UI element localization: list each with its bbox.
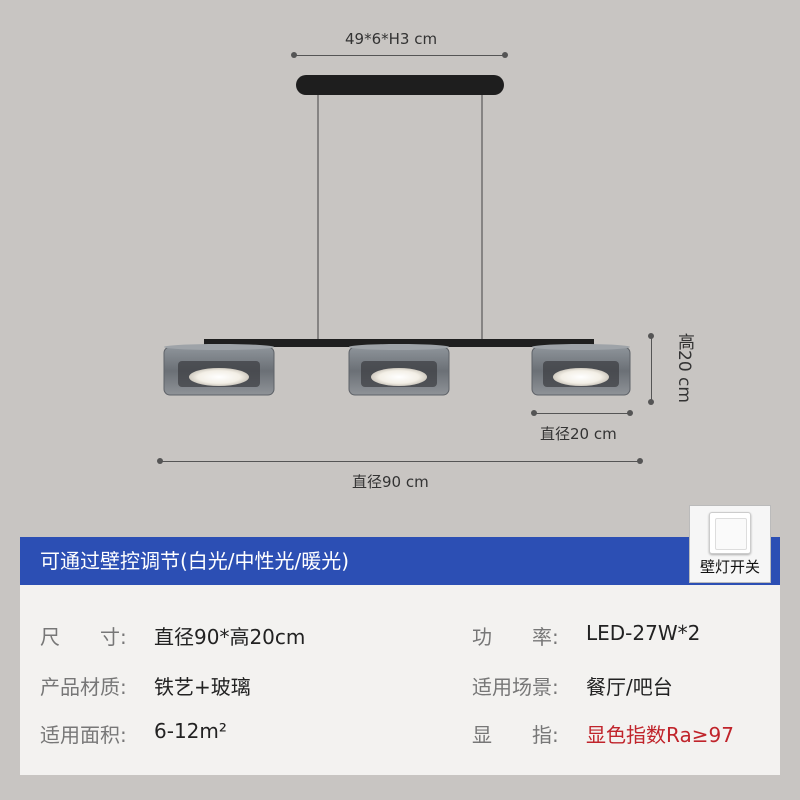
banner-text: 可通过壁控调节(白光/中性光/暖光) <box>40 549 350 573</box>
dimension-line-total-diameter <box>160 461 640 462</box>
dimension-line-height <box>651 336 652 402</box>
spec-label-scene: 适用场景: <box>472 675 559 699</box>
spec-value-scene: 餐厅/吧台 <box>586 675 673 699</box>
dimension-shade-diameter: 直径20 cm <box>540 425 617 443</box>
wall-switch-callout: 壁灯开关 <box>689 505 771 583</box>
spec-value-size: 直径90*高20cm <box>154 625 306 649</box>
spec-label-power: 功 率: <box>472 625 559 649</box>
spec-label-cri: 显 指: <box>472 723 559 747</box>
dimension-dot <box>648 333 654 339</box>
dimension-dot <box>531 410 537 416</box>
dimension-top-width: 49*6*H3 cm <box>345 30 438 48</box>
dimension-line-shade-diameter <box>534 413 630 414</box>
glass-shade <box>531 344 631 396</box>
switch-rocker <box>715 518 747 550</box>
lamp-bar <box>204 339 594 347</box>
dimension-line-top-width <box>294 55 506 56</box>
pendant-lamp-illustration <box>163 75 631 396</box>
ceiling-canopy <box>296 75 504 95</box>
spec-label-material: 产品材质: <box>40 675 127 699</box>
spec-panel: 尺 寸: 直径90*高20cm 产品材质: 铁艺+玻璃 适用面积: 6-12m²… <box>20 585 780 775</box>
dimension-dot <box>627 410 633 416</box>
spec-value-area: 6-12m² <box>154 719 227 743</box>
spec-label-area: 适用面积: <box>40 723 127 747</box>
dimension-total-diameter: 直径90 cm <box>352 473 429 491</box>
glass-shade <box>163 344 275 396</box>
spec-value-cri: 显色指数Ra≥97 <box>586 723 734 747</box>
feature-banner: 可通过壁控调节(白光/中性光/暖光) <box>20 537 780 585</box>
spec-value-material: 铁艺+玻璃 <box>154 675 251 699</box>
dimension-height: 高20 cm <box>674 333 694 403</box>
dimension-dot <box>157 458 163 464</box>
dimension-dot <box>637 458 643 464</box>
wall-switch-label: 壁灯开关 <box>699 558 760 576</box>
dimension-dot <box>502 52 508 58</box>
wall-switch-icon <box>709 512 751 554</box>
dimension-dot <box>291 52 297 58</box>
spec-label-size: 尺 寸: <box>40 625 127 649</box>
dimension-dot <box>648 399 654 405</box>
spec-value-power: LED-27W*2 <box>586 621 701 645</box>
glass-shade <box>348 344 450 396</box>
